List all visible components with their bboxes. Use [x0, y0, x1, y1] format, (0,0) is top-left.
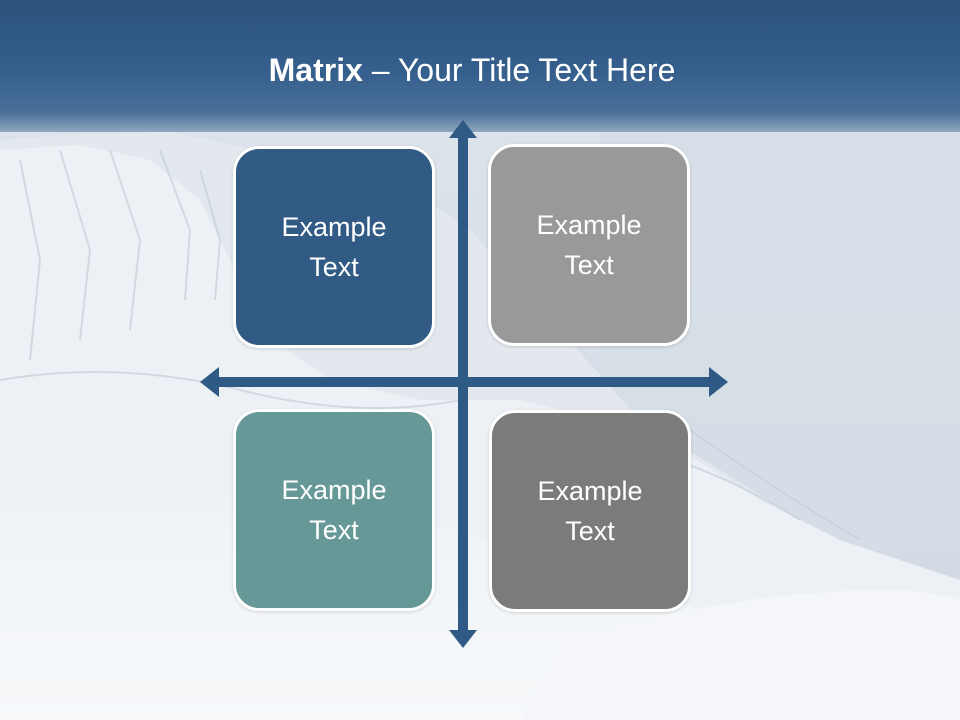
title-rest: – Your Title Text Here — [362, 52, 676, 88]
quadrant-text-line1: Example — [537, 476, 643, 506]
horizontal-axis-shaft — [215, 377, 711, 387]
title-band — [0, 0, 960, 132]
quadrant-text-line2: Text — [309, 252, 359, 282]
left-arrow-head — [200, 367, 219, 397]
quadrant-bottom-left: Example Text — [233, 409, 435, 611]
quadrant-top-right: Example Text — [488, 144, 690, 346]
right-arrow-head — [709, 367, 728, 397]
quadrant-text-line2: Text — [564, 250, 614, 280]
quadrant-text-line1: Example — [281, 475, 387, 505]
down-arrow-head — [449, 630, 477, 648]
up-arrow-head — [449, 120, 477, 138]
slide-title: Matrix – Your Title Text Here — [0, 48, 944, 92]
quadrant-text-line2: Text — [565, 516, 615, 546]
quadrant-text-line1: Example — [281, 212, 387, 242]
quadrant-bottom-right: Example Text — [489, 410, 691, 612]
title-bold: Matrix — [268, 52, 363, 88]
quadrant-top-left: Example Text — [233, 146, 435, 348]
quadrant-text-line1: Example — [536, 210, 642, 240]
quadrant-text-line2: Text — [309, 515, 359, 545]
